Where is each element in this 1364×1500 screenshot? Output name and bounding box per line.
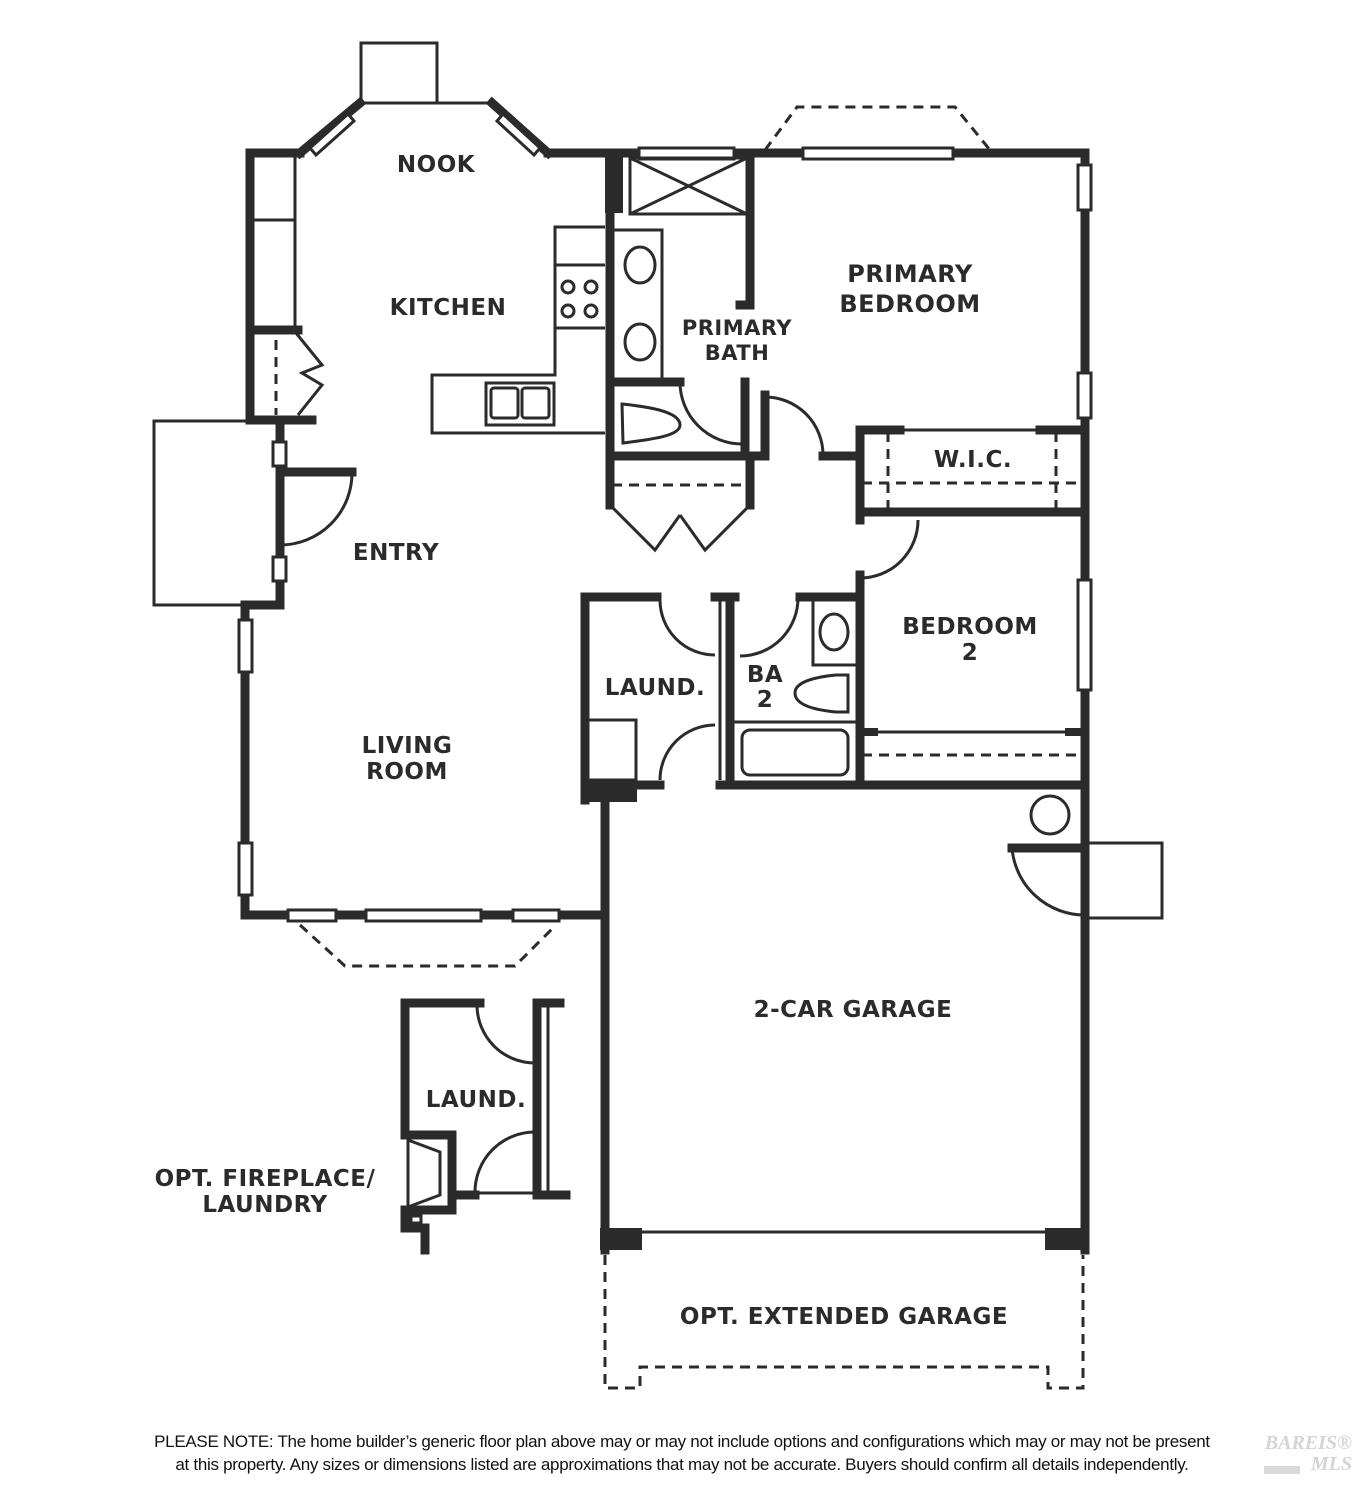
nook-bay: [245, 41, 610, 160]
walk-in-closet: [855, 425, 1090, 525]
label-primary-bedroom-1: PRIMARY: [847, 260, 973, 288]
watermark-top: BAREIS®: [1264, 1432, 1352, 1454]
label-wic: W.I.C.: [934, 447, 1012, 473]
label-opt-extended-garage: OPT. EXTENDED GARAGE: [680, 1304, 1008, 1330]
entry-porch: [152, 416, 357, 610]
watermark-bar: [1264, 1466, 1300, 1474]
label-entry: ENTRY: [353, 540, 439, 566]
label-living-2: ROOM: [366, 759, 448, 785]
bath-2: [718, 592, 865, 790]
label-primary-bedroom-2: BEDROOM: [839, 290, 980, 318]
room-labels: NOOK KITCHEN PRIMARY BATH PRIMARY BEDROO…: [155, 152, 1038, 1330]
label-nook: NOOK: [397, 152, 476, 178]
label-primary-bath-2: BATH: [705, 341, 770, 365]
label-opt-fireplace-1: OPT. FIREPLACE/: [155, 1166, 376, 1192]
label-bath2-2: 2: [757, 687, 774, 713]
disclaimer-line-2: at this property. Any sizes or dimension…: [175, 1455, 1189, 1474]
disclaimer-line-1: PLEASE NOTE: The home builder’s generic …: [154, 1432, 1210, 1451]
primary-bath: [605, 148, 770, 553]
primary-north-wall: [600, 105, 1093, 1255]
mls-watermark-logo: BAREIS® MLS: [1262, 1432, 1352, 1480]
primary-bedroom-door: [760, 390, 865, 461]
label-living-1: LIVING: [362, 733, 453, 759]
label-opt-laundry: LAUND.: [426, 1087, 527, 1113]
laundry-room: [580, 592, 1090, 805]
label-laundry: LAUND.: [605, 675, 706, 701]
label-kitchen: KITCHEN: [390, 295, 507, 321]
label-opt-fireplace-2: LAUNDRY: [202, 1192, 327, 1218]
kitchen-west-wall: [245, 148, 325, 425]
garage: [600, 794, 1164, 1390]
kitchen-counters: [430, 225, 605, 435]
opt-laundry: [400, 998, 571, 1255]
disclaimer: PLEASE NOTE: The home builder’s generic …: [60, 1430, 1304, 1476]
label-primary-bath-1: PRIMARY: [682, 316, 793, 340]
living-west-wall: [237, 600, 609, 968]
label-bath2-1: BA: [747, 662, 783, 688]
watermark-bottom: MLS: [1310, 1453, 1352, 1475]
label-bedroom2-2: 2: [962, 640, 979, 666]
bedroom-2: [855, 519, 1082, 790]
label-bedroom2-1: BEDROOM: [902, 614, 1038, 640]
label-garage: 2-CAR GARAGE: [754, 997, 953, 1023]
